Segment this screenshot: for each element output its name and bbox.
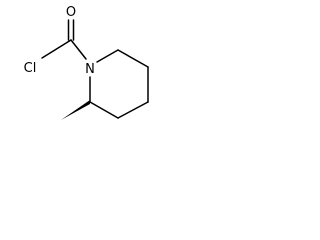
methyl-wedge-bond: [61, 100, 90, 120]
chlorine-label: Cl: [24, 61, 37, 76]
molecule-diagram: O Cl N: [24, 5, 149, 120]
ring-bond-c4-c3: [117, 101, 149, 119]
ring-bond-c6-c5: [117, 49, 149, 68]
c-cl-bond: [41, 39, 72, 59]
ring-bond-n-c6: [96, 49, 119, 63]
structure-canvas: O Cl N: [0, 0, 158, 136]
oxygen-label: O: [66, 5, 76, 20]
c-n-bond: [70, 39, 87, 60]
nitrogen-label: N: [85, 62, 95, 77]
ring-bond-c3-c2: [89, 101, 119, 119]
